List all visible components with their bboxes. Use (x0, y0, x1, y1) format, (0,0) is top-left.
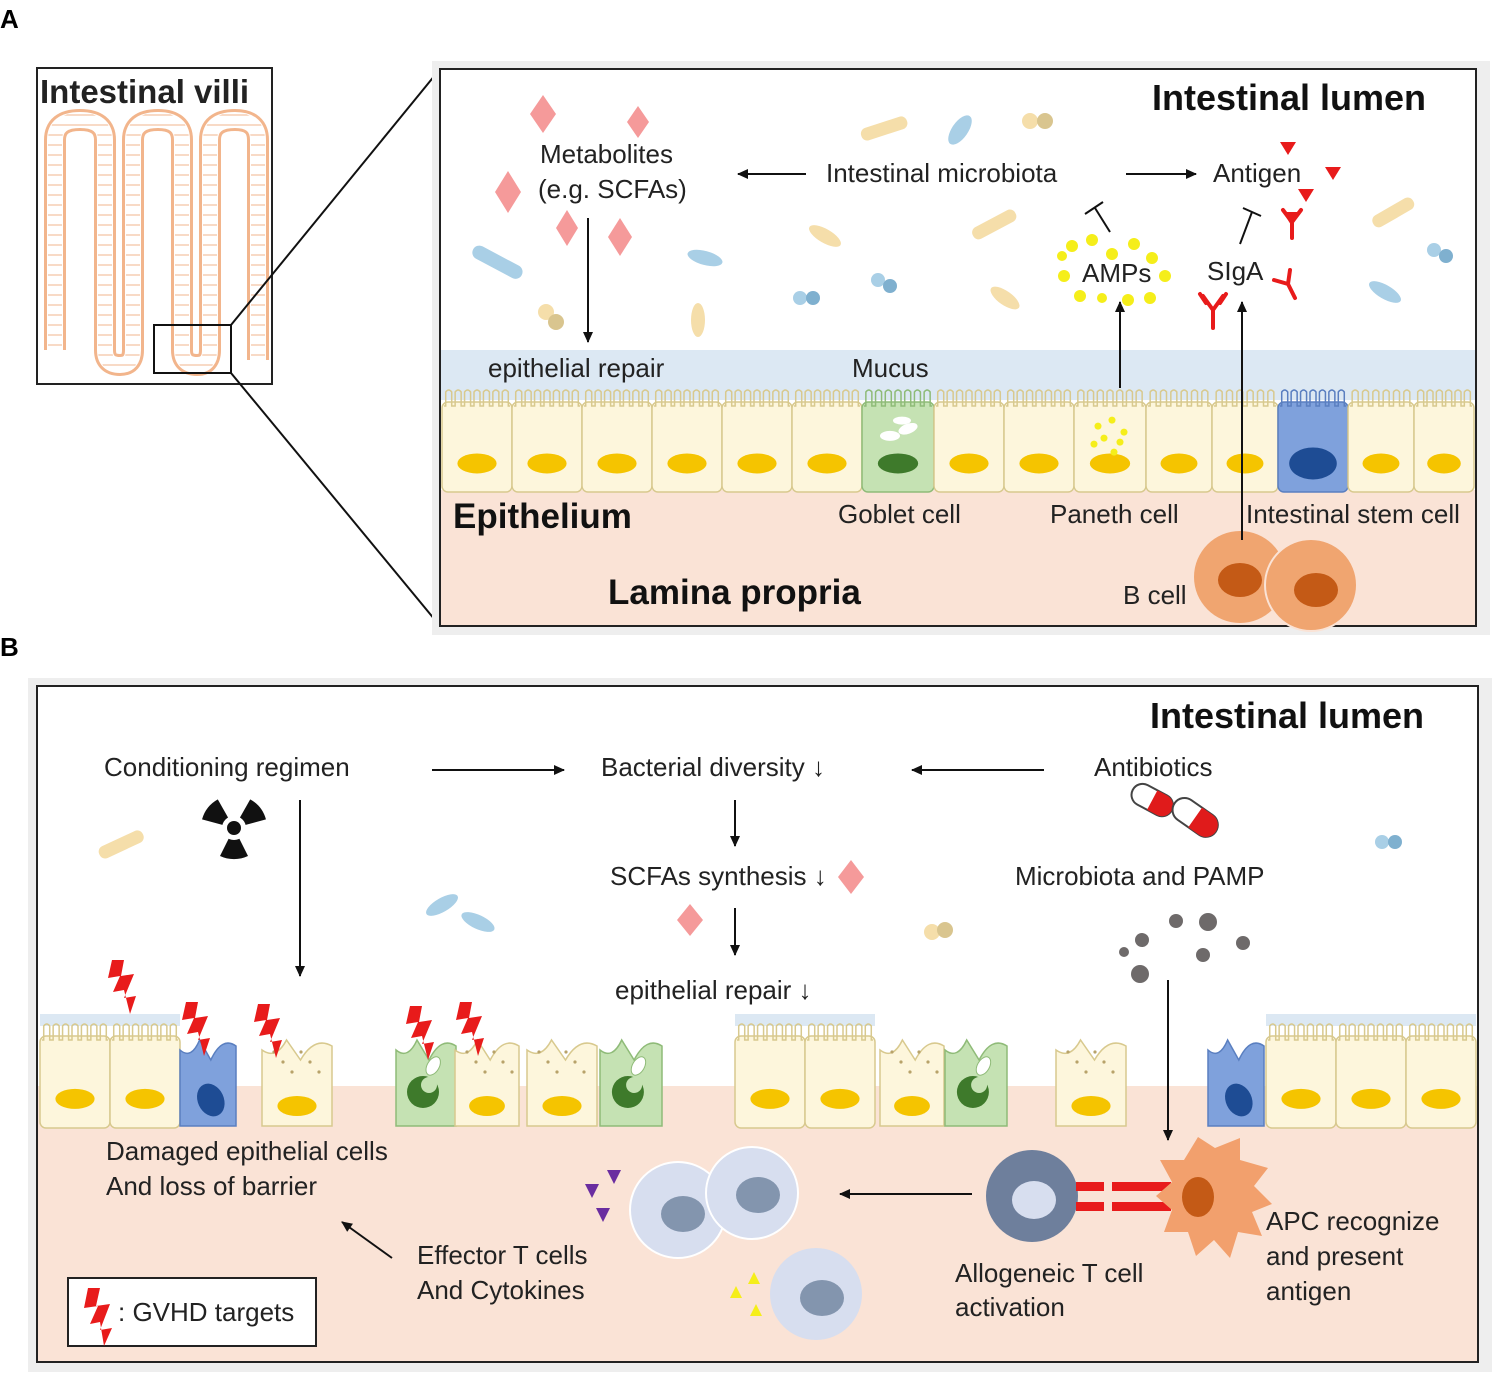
damaged-n-cell (261, 1038, 333, 1127)
mucus-patches-b (40, 1014, 1476, 1026)
damaged-n-cell (879, 1038, 945, 1127)
bacterial-diversity-label: Bacterial diversity ↓ (601, 752, 825, 782)
damaged-n-cell (526, 1038, 598, 1127)
b-cells (1194, 531, 1358, 632)
lightning-bolt-icon (406, 1006, 434, 1060)
amp-dots (1057, 234, 1171, 306)
n-cell (1265, 1023, 1337, 1129)
metabolites-label: Metabolites (540, 139, 673, 169)
lightning-bolt-icon (456, 1002, 484, 1056)
damaged-n-cell (1055, 1038, 1127, 1127)
epithelial-repair-label-a: epithelial repair (488, 353, 665, 383)
panel-b-epithelium (39, 1023, 1477, 1129)
gvhd-target-bolts (108, 960, 484, 1060)
damaged-cells-line2: And loss of barrier (106, 1171, 317, 1201)
amps-label: AMPs (1082, 258, 1152, 288)
scfa-synthesis-label: SCFAs synthesis ↓ (610, 861, 827, 891)
villi-inset (36, 67, 441, 627)
radiation-icon (202, 799, 266, 860)
panel-a-letter: A (0, 4, 19, 34)
n-cell (1211, 389, 1279, 493)
n-cell (651, 389, 723, 493)
damaged-n-cell (454, 1038, 520, 1127)
n-cell (39, 1023, 111, 1129)
n-cell (804, 1023, 876, 1129)
damaged-goblet-cell (599, 1038, 663, 1127)
cytokines (585, 1170, 762, 1316)
stem-cell (1277, 389, 1349, 493)
n-cell (581, 389, 653, 493)
metabolite-diamonds (495, 95, 649, 256)
n-cell (791, 389, 863, 493)
legend-label: : GVHD targets (118, 1297, 295, 1327)
n-cell (933, 389, 1005, 493)
goblet-cell-label: Goblet cell (838, 499, 961, 529)
panel-b-letter: B (0, 632, 19, 662)
panel-a-epithelium (441, 389, 1475, 493)
allo-t-line1: Allogeneic T cell (955, 1258, 1144, 1288)
pill-icon (1130, 782, 1219, 838)
allogeneic-t-cell (986, 1150, 1171, 1242)
antibiotics-label: Antibiotics (1094, 752, 1213, 782)
lamina-propria-label: Lamina propria (608, 573, 861, 612)
antigen-label: Antigen (1213, 158, 1302, 188)
damaged-goblet-cell (944, 1038, 1008, 1127)
n-cell (734, 1023, 806, 1129)
microbiota-pamp-label: Microbiota and PAMP (1015, 861, 1265, 891)
bacteria-panel-a (472, 113, 1453, 337)
bacteria-panel-b (98, 830, 1402, 940)
b-cell-label: B cell (1123, 580, 1187, 610)
n-cell (441, 389, 513, 493)
paneth-cell (1073, 389, 1147, 493)
goblet-cell (861, 389, 935, 493)
siga-label: SIgA (1207, 256, 1264, 286)
damaged-goblet-cell (395, 1038, 457, 1127)
scfa-diamonds-b (677, 860, 864, 936)
n-cell (1405, 1023, 1477, 1129)
lightning-bolt-icon (254, 1004, 282, 1058)
effector-t-cells (629, 1146, 862, 1340)
legend-box (67, 1277, 317, 1347)
apc-line2: and present (1266, 1241, 1404, 1271)
n-cell (109, 1023, 181, 1129)
apc-line1: APC recognize (1266, 1206, 1440, 1236)
apc-cell (1156, 1137, 1272, 1258)
damaged-cells-line1: Damaged epithelial cells (106, 1136, 388, 1166)
damaged-stem-cell (179, 1038, 237, 1127)
lightning-bolt-icon (182, 1002, 210, 1056)
paneth-cell-label: Paneth cell (1050, 499, 1179, 529)
damaged-stem-cell (1207, 1038, 1265, 1127)
conditioning-label: Conditioning regimen (104, 752, 350, 782)
arrows-panel-b (295, 765, 1173, 1259)
n-cell (721, 389, 793, 493)
antigens-antibodies (1198, 142, 1341, 330)
villi-title: Intestinal villi (40, 73, 250, 110)
n-cell (511, 389, 583, 493)
lumen-title-a: Intestinal lumen (1152, 77, 1427, 118)
pamp-dots (1119, 913, 1250, 983)
n-cell (1413, 389, 1475, 493)
microbiota-label: Intestinal microbiota (826, 158, 1058, 188)
n-cell (1003, 389, 1075, 493)
lumen-title-b: Intestinal lumen (1150, 695, 1425, 736)
lightning-bolt-icon (108, 960, 136, 1014)
n-cell (1335, 1023, 1407, 1129)
effector-line1: Effector T cells (417, 1240, 588, 1270)
allo-t-line2: activation (955, 1292, 1065, 1322)
stem-cell-label: Intestinal stem cell (1246, 499, 1460, 529)
mucus-label: Mucus (852, 353, 929, 383)
n-cell (1347, 389, 1415, 493)
metabolites-example-label: (e.g. SCFAs) (538, 174, 687, 204)
apc-line3: antigen (1266, 1276, 1352, 1306)
epithelium-label: Epithelium (453, 497, 632, 536)
effector-line2: And Cytokines (417, 1275, 585, 1305)
arrows-panel-a (583, 169, 1262, 540)
epithelial-repair-label-b: epithelial repair ↓ (615, 975, 812, 1005)
n-cell (1145, 389, 1213, 493)
